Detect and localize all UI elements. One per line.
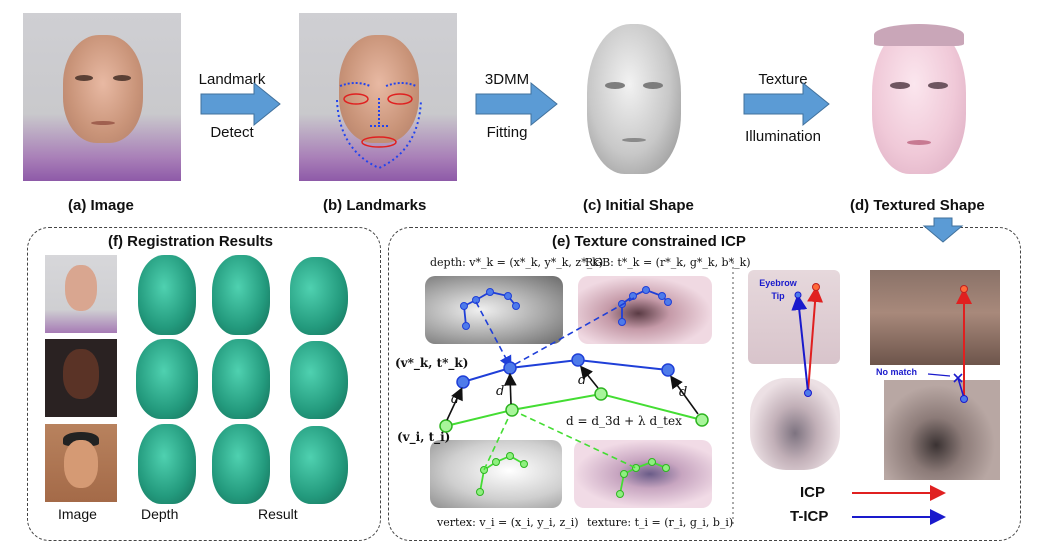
texture-formula-label: texture: t_i = (r_i, g_i, b_i): [587, 516, 734, 529]
target-chain: [462, 358, 669, 383]
target-pair-label: (v*_k, t*_k): [395, 356, 469, 370]
vertex-formula-label: vertex: v_i = (x_i, y_i, z_i): [437, 516, 579, 529]
eye-photo-top: [870, 270, 1000, 365]
textured-shape-render: [860, 20, 978, 184]
depth-patch-target: [425, 276, 563, 344]
result-front-1: [212, 255, 270, 335]
source-nodes: [439, 387, 709, 433]
eye-photo-bottom: [884, 380, 1000, 480]
arrow1-bottom-text: Detect: [210, 124, 254, 141]
eyebrow-tip-label: Eyebrow Tip: [759, 278, 797, 301]
subject-photo-3: [45, 424, 117, 502]
pipeline-arrow-2: [475, 81, 558, 127]
source-chain: [445, 392, 703, 427]
vertex-patch-source: [430, 440, 562, 508]
depth-scan-1: [138, 255, 196, 335]
arrow3-bottom-text: Illumination: [745, 128, 821, 145]
arrow1-top-text: Landmark: [198, 71, 266, 88]
rgb-formula-label: RGB: t*_k = (r*_k, g*_k, b*_k): [585, 256, 751, 269]
texture-patch-source: [574, 440, 712, 508]
arrow2-bottom-text: Fitting: [486, 124, 528, 141]
landmark-dots: [336, 82, 422, 170]
legend-icp-label: ICP: [800, 484, 826, 501]
d-symbol-2: d: [496, 384, 505, 399]
depth-scan-2: [136, 339, 198, 419]
result-front-2: [212, 339, 270, 419]
initial-shape-render: [575, 20, 693, 184]
registration-results-panel: [27, 227, 381, 541]
arrow2-top-text: 3DMM: [484, 71, 530, 88]
pipeline-arrow-3: [743, 81, 830, 127]
depth-scan-3: [138, 424, 196, 504]
texture-patch-graph: [619, 461, 667, 495]
down-arrow: [922, 217, 964, 243]
icp-arrow-left: [807, 286, 824, 393]
result-side-2: [290, 341, 348, 419]
label-b-landmarks: (b) Landmarks: [323, 197, 427, 214]
registration-results-title: (f) Registration Results: [108, 233, 274, 250]
depth-formula-label: depth: v*_k = (x*_k, y*_k, z*_k): [430, 256, 604, 269]
subject-photo-2: [45, 339, 117, 417]
no-match-label: No match: [876, 367, 918, 377]
pipeline-arrow-1: [200, 81, 281, 127]
eyebrow-source-patch: [748, 270, 840, 364]
distance-formula: d = d_3d + λ d_tex: [566, 414, 682, 428]
input-face-photo: [23, 13, 181, 181]
eye-target-patch: [750, 378, 840, 470]
d-symbol-3: d: [578, 373, 587, 388]
ticp-nomatch-line: [957, 377, 965, 399]
dash-source-to-vertex: [483, 409, 513, 471]
result-side-1: [290, 257, 348, 335]
ticp-arrow-left: [791, 294, 809, 393]
column-label-result: Result: [258, 506, 298, 522]
label-a-image: (a) Image: [68, 197, 134, 214]
arrow3-top-text: Texture: [758, 71, 808, 88]
landmarks-face-photo: [299, 13, 457, 181]
label-d-textured-shape: (d) Textured Shape: [850, 197, 985, 214]
label-c-initial-shape: (c) Initial Shape: [583, 197, 694, 214]
source-pair-label: (v_i, t_i): [397, 430, 451, 444]
column-label-depth: Depth: [141, 506, 179, 522]
texture-icp-title: (e) Texture constrained ICP: [552, 233, 746, 250]
target-nodes: [456, 353, 675, 389]
dash-source-to-texture: [511, 409, 637, 469]
vertex-patch-graph: [479, 454, 525, 493]
texture-icp-panel: [388, 227, 1021, 541]
result-front-3: [212, 424, 270, 504]
result-side-3: [290, 426, 348, 504]
subject-photo-1: [45, 255, 117, 333]
dash-depth-to-target: [475, 301, 512, 369]
legend-ticp-label: T-ICP: [790, 508, 829, 525]
column-label-image: Image: [58, 506, 97, 522]
dash-rgb-to-target: [511, 297, 635, 367]
